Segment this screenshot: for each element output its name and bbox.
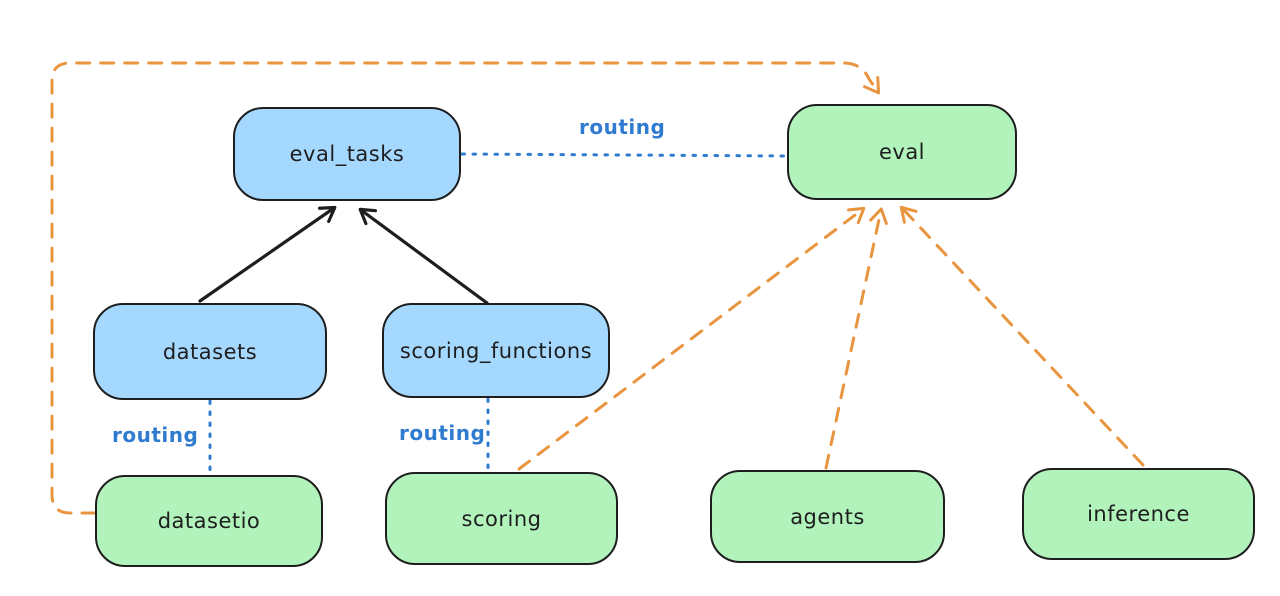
node-scoring-label: scoring <box>461 506 542 531</box>
node-eval-tasks-label: eval_tasks <box>289 142 405 166</box>
node-eval: eval <box>787 104 1017 200</box>
arrow-agents-to-eval <box>824 207 888 470</box>
arrow-datasetio-to-eval-loop <box>50 61 881 515</box>
node-inference: inference <box>1022 468 1255 560</box>
routing-label-eval-tasks-to-eval: routing <box>579 115 666 139</box>
node-scoring: scoring <box>385 472 618 565</box>
routing-label-datasets-to-datasetio: routing <box>112 423 199 447</box>
routing-label-scoring-functions-to-scoring: routing <box>399 421 486 445</box>
arrow-scoring-functions-to-eval-tasks <box>358 207 489 305</box>
node-eval-tasks: eval_tasks <box>233 107 461 201</box>
node-inference-label: inference <box>1087 502 1190 526</box>
node-scoring-functions: scoring_functions <box>382 303 610 398</box>
arrow-inference-to-eval <box>899 205 1145 467</box>
routing-line-eval-tasks-to-eval <box>460 152 790 158</box>
node-scoring-functions-label: scoring_functions <box>399 338 593 363</box>
node-datasetio: datasetio <box>95 475 323 567</box>
node-datasets: datasets <box>93 303 327 400</box>
arrow-datasets-to-eval-tasks <box>198 205 337 303</box>
node-datasetio-label: datasetio <box>157 509 261 533</box>
node-eval-label: eval <box>878 140 926 164</box>
node-agents: agents <box>710 470 945 563</box>
node-datasets-label: datasets <box>162 339 258 364</box>
arrow-scoring-to-eval <box>517 206 866 471</box>
node-agents-label: agents <box>790 504 865 529</box>
